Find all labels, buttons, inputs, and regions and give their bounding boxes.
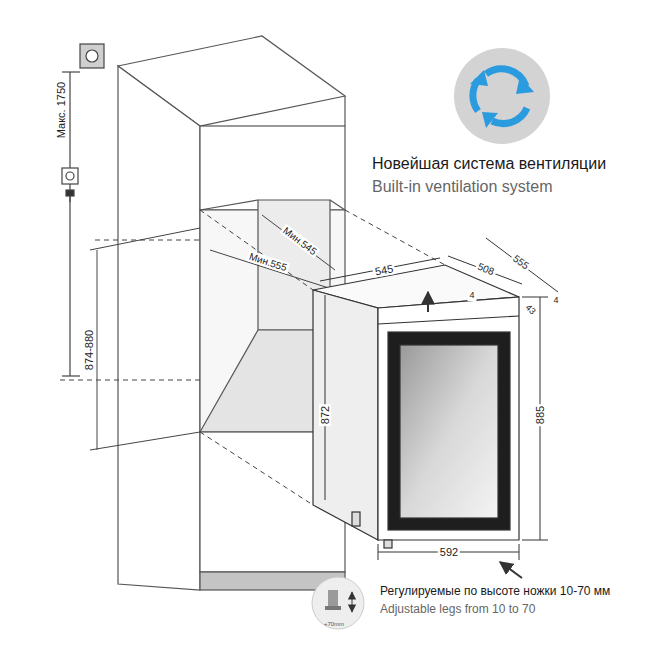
dimension-label: 4: [551, 296, 560, 306]
legs-note: Регулируемые по высоте ножки 10-70 мм: [380, 585, 610, 598]
dimension-label: 43: [522, 302, 539, 319]
dimension-label: 555: [509, 251, 532, 272]
dimension-label: 874-880: [83, 328, 95, 372]
dimension-label: Макс. 1750: [55, 80, 67, 140]
legs-note-english: Adjustable legs from 10 to 70: [380, 603, 535, 616]
dimension-label: 885: [534, 404, 546, 426]
feature-subtitle: Built-in ventilation system: [372, 178, 553, 196]
feature-title: Новейшая система вентиляции: [372, 155, 606, 173]
dimension-label: 592: [438, 546, 460, 558]
dimension-label: 508: [474, 260, 497, 278]
dimension-label: 4: [467, 291, 476, 301]
dimension-label: 872: [319, 404, 331, 426]
legs-icon-text: +70mm: [324, 621, 344, 628]
